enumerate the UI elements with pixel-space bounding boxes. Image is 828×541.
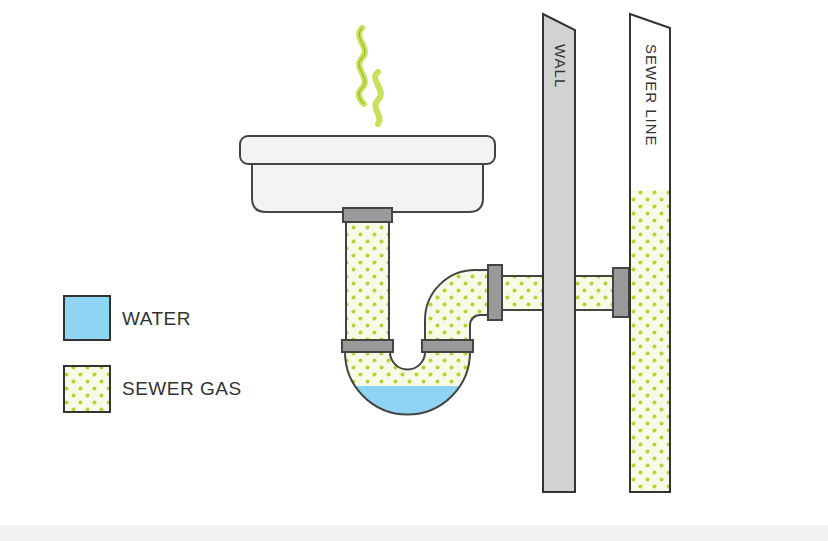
legend-label: SEWER GAS xyxy=(122,378,242,400)
band-label: WALL xyxy=(551,44,568,88)
wall-band: WALL xyxy=(543,14,575,492)
legend-swatch xyxy=(63,295,111,341)
band-label: SEWER LINE xyxy=(642,44,659,147)
legend-label: WATER xyxy=(122,308,191,330)
sewer-line-pipe: SEWER LINE xyxy=(630,14,670,492)
